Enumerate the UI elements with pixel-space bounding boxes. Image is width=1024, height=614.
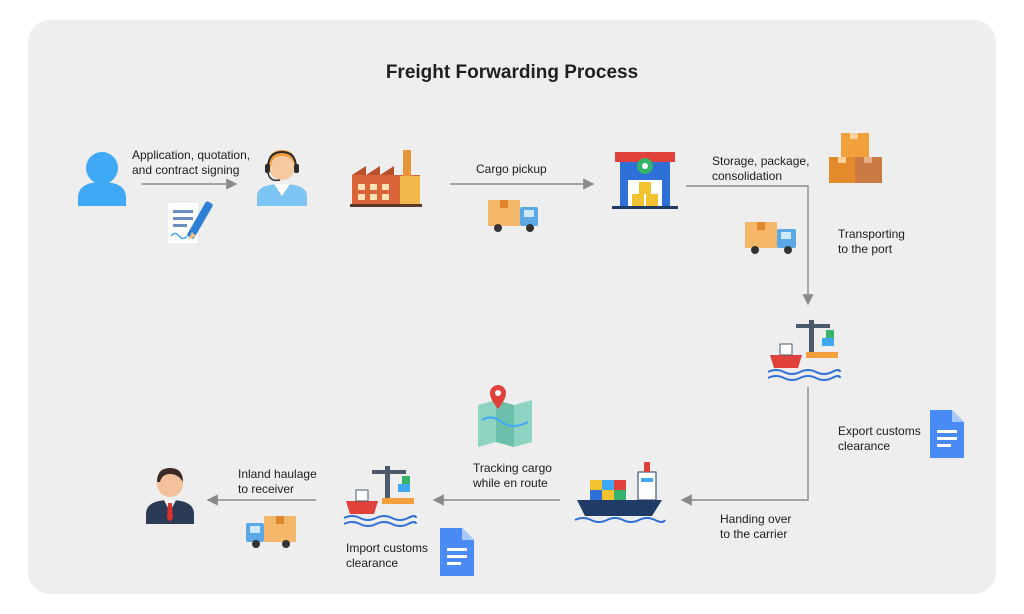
- diagram-title: Freight Forwarding Process: [385, 62, 639, 83]
- step-transport-port-label: Transporting to the port: [838, 227, 905, 256]
- step-handing-over-label: Handing over to the carrier: [720, 512, 792, 541]
- step-cargo-pickup-label: Cargo pickup: [476, 162, 547, 176]
- step-inland-haulage-label: Inland haulage to receiver: [238, 467, 317, 496]
- arrow-warehouse-to-port: [686, 185, 814, 306]
- step-tracking-label: Tracking cargo while en route: [473, 461, 552, 490]
- step-application-label: Application, quotation, and contract sig…: [132, 148, 251, 177]
- step-import-customs-label: Import customs clearance: [346, 541, 429, 570]
- arrow-port-to-ship: [680, 387, 809, 506]
- step-export-customs-label: Export customs clearance: [838, 424, 921, 453]
- step-storage-label: Storage, package, consolidation: [712, 154, 810, 183]
- diagram-panel: [28, 20, 996, 594]
